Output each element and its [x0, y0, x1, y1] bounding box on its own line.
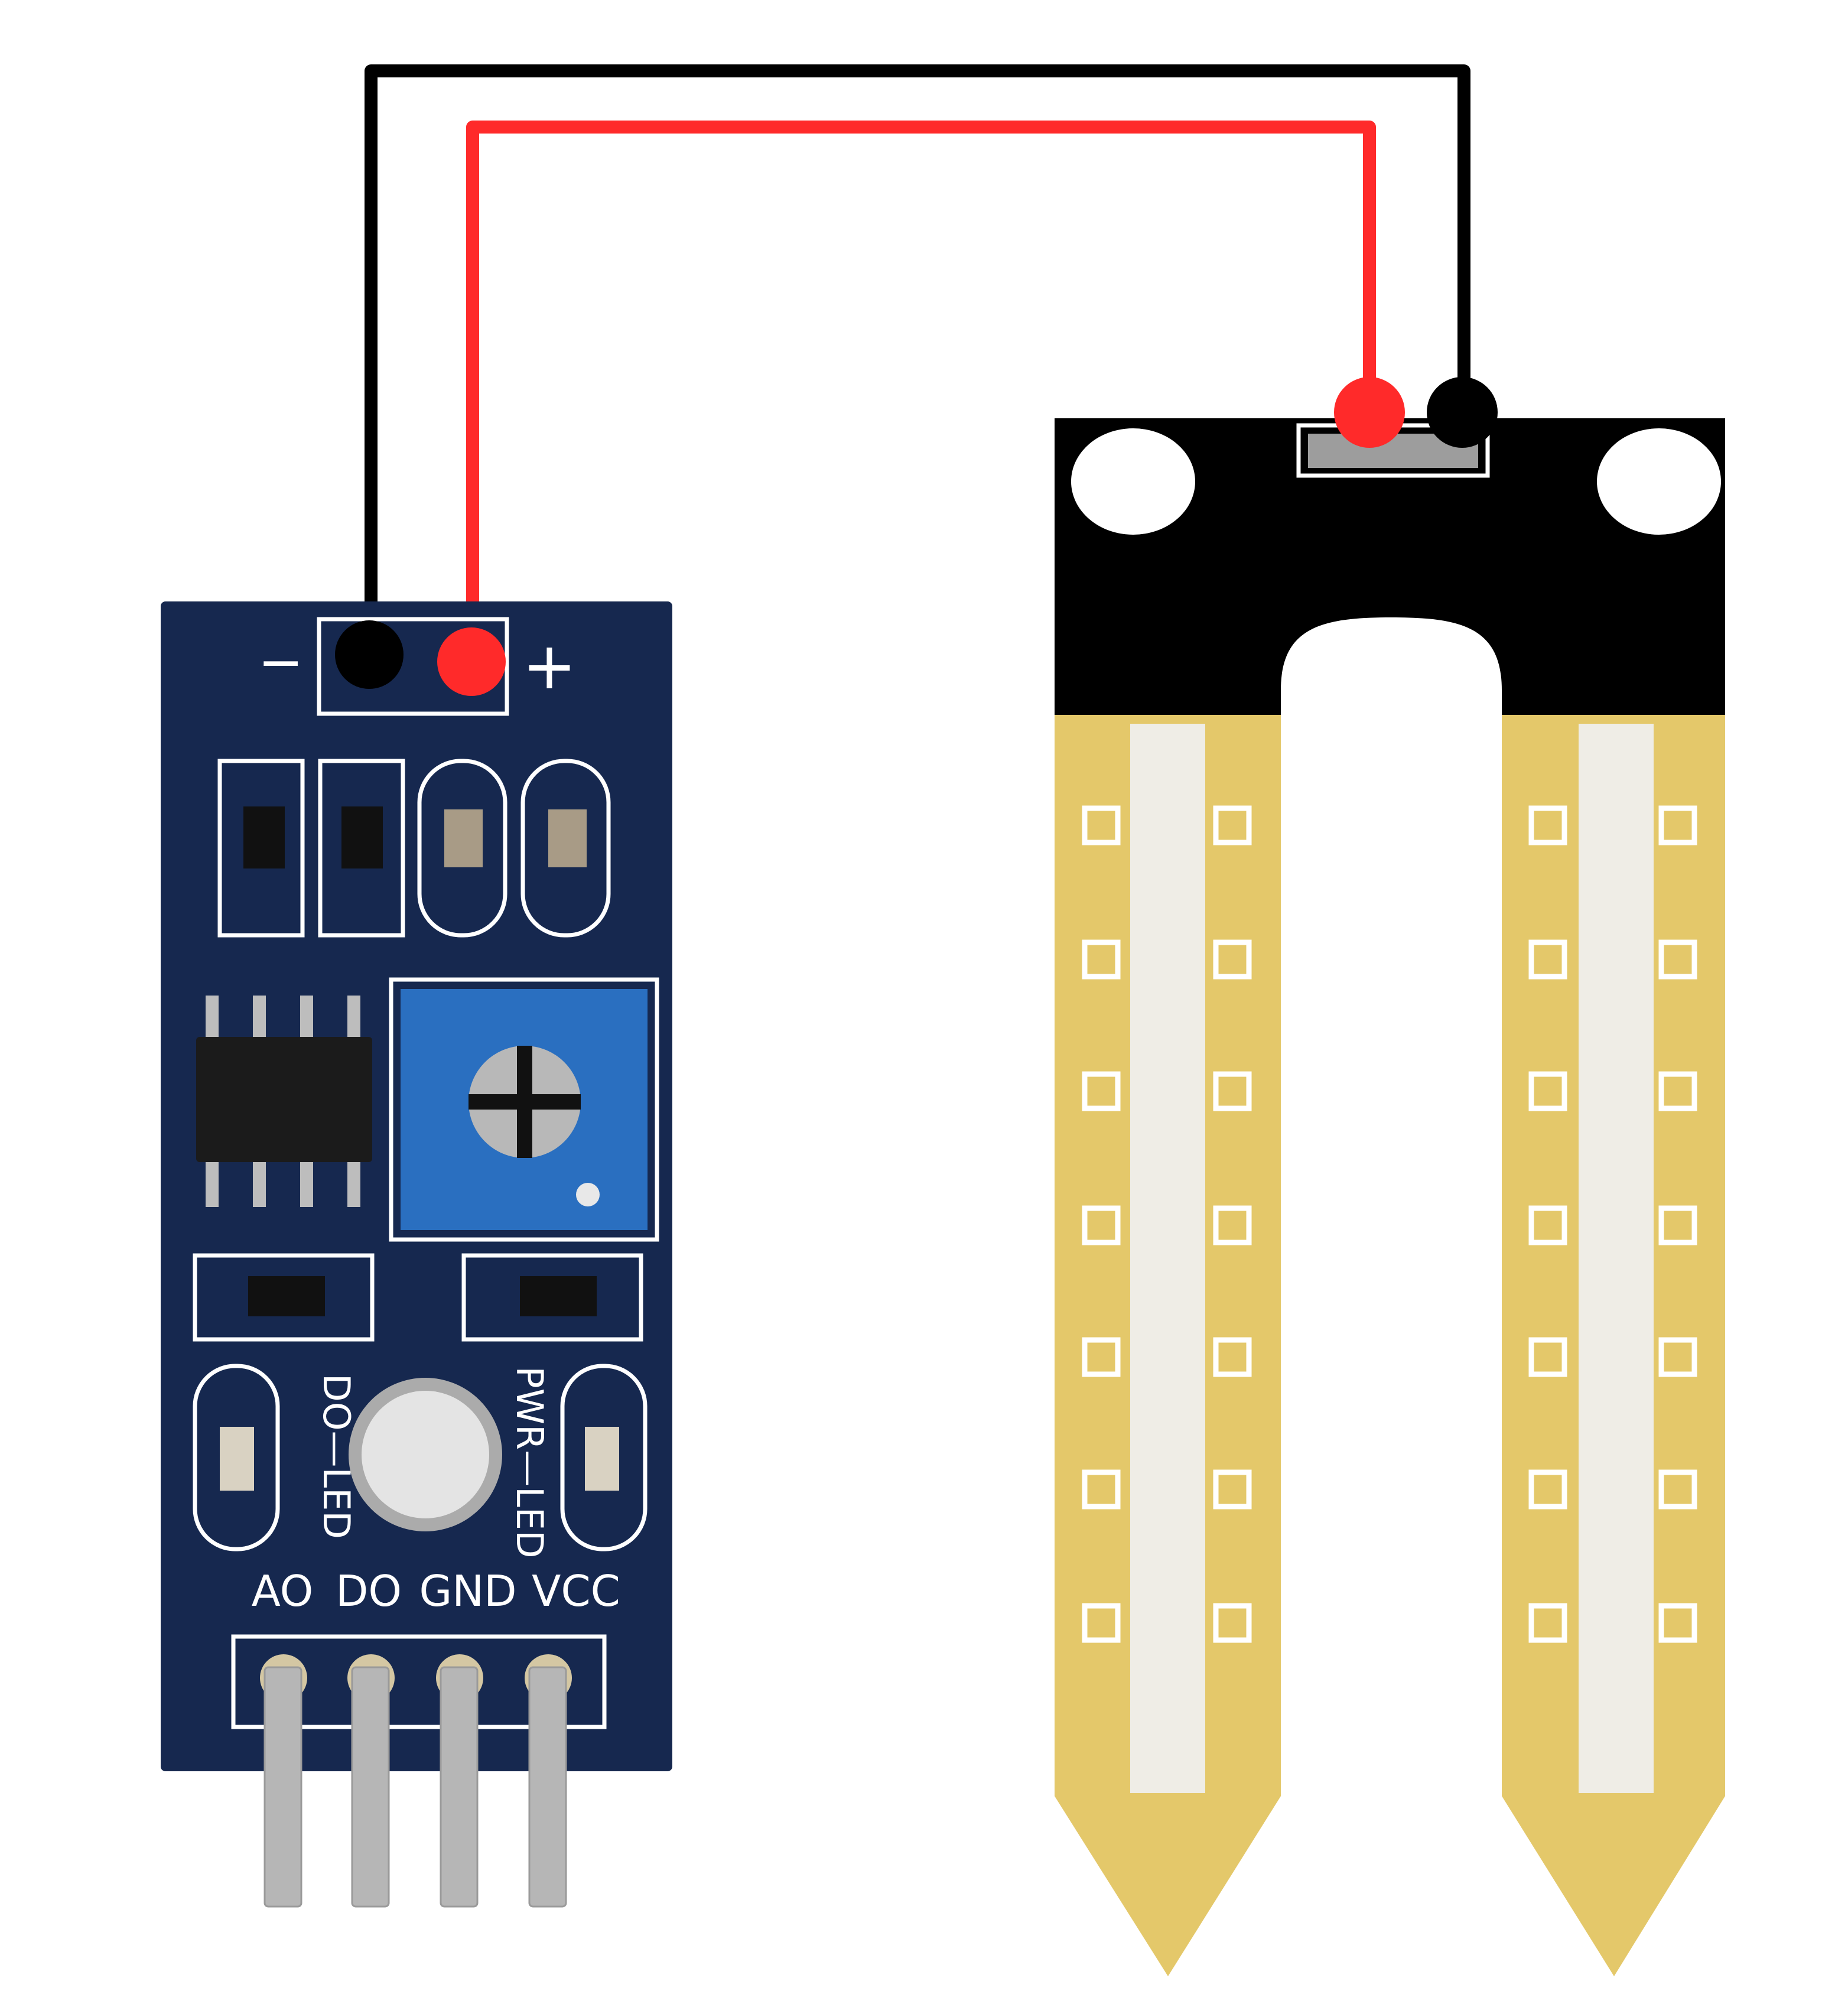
- probe-trace-right: [1579, 724, 1654, 1793]
- pin-label-do: DO: [336, 1566, 402, 1616]
- potentiometer-dot: [576, 1183, 600, 1206]
- comparator-ic: [196, 1037, 372, 1162]
- header-pins: [263, 1666, 567, 1908]
- comparator-module: − +: [161, 601, 672, 1908]
- smd-row-top: [217, 759, 611, 938]
- power-plus-label: +: [522, 628, 577, 704]
- capacitor-c1: [444, 809, 483, 867]
- capacitor-c2: [548, 809, 587, 867]
- probe-ground-terminal: [1427, 377, 1498, 448]
- resistor-r1: [243, 806, 285, 868]
- positive-terminal: [437, 627, 506, 696]
- pin-label-vcc: VCC: [532, 1566, 620, 1616]
- pwr-led-label: PWR—LED: [508, 1366, 551, 1558]
- ground-terminal: [335, 620, 404, 689]
- pin-header-outline: [231, 1634, 607, 1729]
- smd-row-middle: [193, 1253, 643, 1342]
- ground-wire: [365, 64, 1470, 656]
- resistor-r2: [341, 806, 383, 868]
- probe-positive-terminal: [1334, 377, 1405, 448]
- power-header-outline: [317, 617, 509, 716]
- do-led-outline: [193, 1364, 280, 1551]
- probe-mount-hole-left: [1071, 428, 1195, 535]
- power-minus-label: −: [258, 630, 303, 694]
- potentiometer-outline: [389, 977, 659, 1242]
- ic-pins: [206, 996, 360, 1207]
- soil-probe: [1055, 377, 1725, 1976]
- do-led: [220, 1427, 254, 1491]
- mounting-hole-inner: [362, 1391, 489, 1518]
- resistor-r3: [248, 1276, 325, 1316]
- probe-pads: [1082, 805, 1697, 1643]
- pin-label-gnd: GND: [419, 1566, 516, 1616]
- probe-mount-hole-right: [1597, 428, 1721, 535]
- pwr-led: [585, 1427, 619, 1491]
- pin-label-ao: AO: [252, 1566, 314, 1616]
- resistor-r4: [520, 1276, 597, 1316]
- probe-head: [1055, 418, 1725, 715]
- probe-trace-left: [1130, 724, 1205, 1793]
- pwr-led-outline: [560, 1364, 648, 1551]
- wires: [365, 64, 1470, 656]
- positive-wire: [466, 121, 1376, 656]
- knob-slot-vertical: [517, 1046, 532, 1158]
